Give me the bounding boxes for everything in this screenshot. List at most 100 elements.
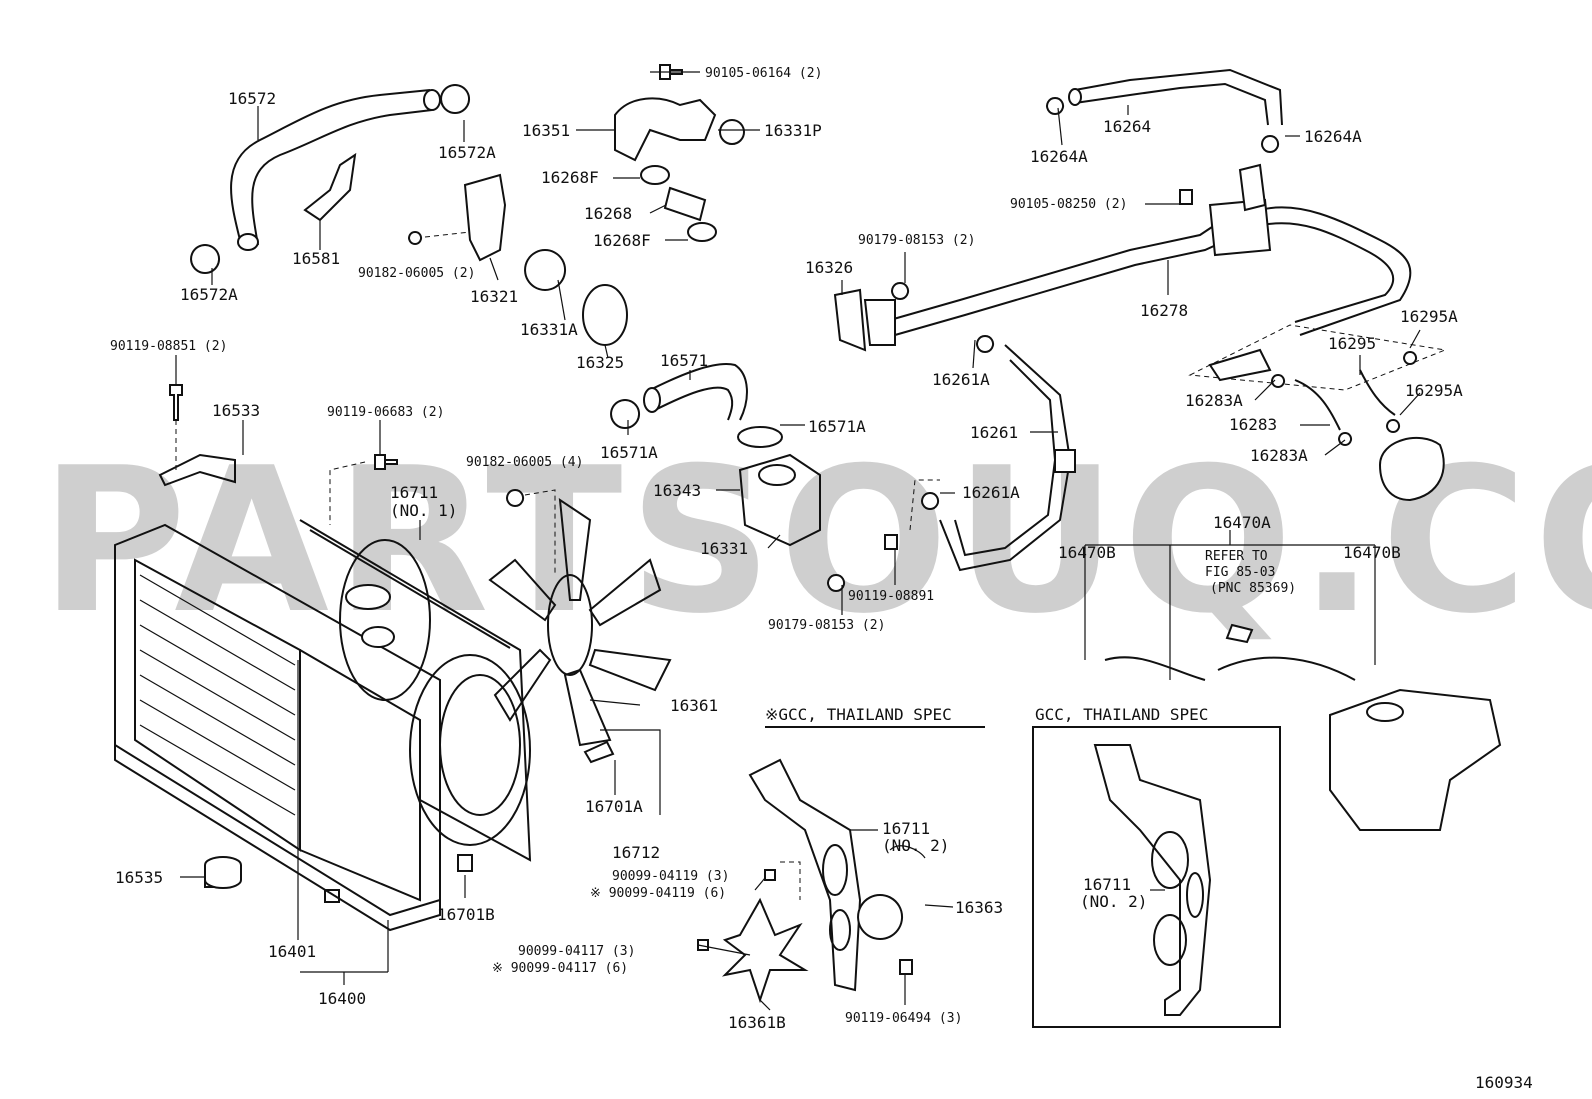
- label-16533: 16533: [212, 401, 260, 420]
- label-16581: 16581: [292, 249, 340, 268]
- label-16470B-b: 16470B: [1343, 543, 1401, 562]
- clamp-16261A-a: [976, 335, 994, 353]
- label-16572: 16572: [228, 89, 276, 108]
- ring-16268F-b: [687, 222, 717, 242]
- upper-hose-16572: [230, 89, 441, 251]
- watermark: PARTSOUQ.COM: [40, 425, 1592, 658]
- hose-16470A-right: [1217, 656, 1356, 681]
- label-90179-08153-a: 90179-08153 (2): [858, 233, 975, 248]
- thermostat-16331A: [524, 249, 566, 291]
- gasket-16326: [833, 288, 867, 352]
- inlet-housing-16343: [738, 453, 821, 547]
- label-16535: 16535: [115, 868, 163, 887]
- label-16295: 16295: [1328, 334, 1376, 353]
- label-16331A: 16331A: [520, 320, 578, 339]
- label-16264A-b: 16264A: [1304, 127, 1362, 146]
- fan-shroud-no2-box: [1093, 744, 1212, 1016]
- bolt-90182-06005: [408, 231, 423, 245]
- label-16278: 16278: [1140, 301, 1188, 320]
- refer-line2: FIG 85-03: [1205, 565, 1275, 580]
- bolt-90119-08891: [884, 534, 898, 550]
- bracket-16581: [303, 152, 357, 222]
- label-16400: 16400: [318, 989, 366, 1008]
- water-outlet-16351: [614, 97, 717, 162]
- leader-lines: [175, 71, 1421, 1011]
- label-90099-04119-6: ※ 90099-04119 (6): [590, 886, 726, 901]
- label-90182-06005-2: 90182-06005 (2): [358, 266, 475, 281]
- label-16571A-a: 16571A: [808, 417, 866, 436]
- reserve-tank: [1329, 688, 1502, 831]
- label-16261A-a: 16261A: [932, 370, 990, 389]
- label-16321: 16321: [470, 287, 518, 306]
- radiator-cap: [345, 584, 395, 648]
- bolt-90119-06683: [374, 454, 398, 470]
- clamp-16264A-a: [1046, 97, 1064, 115]
- refer-line3: (PNC 85369): [1210, 581, 1296, 596]
- clamp-16571A-b: [737, 426, 783, 448]
- label-16361: 16361: [670, 696, 718, 715]
- label-16363: 16363: [955, 898, 1003, 917]
- gcc-spec-box: [1032, 726, 1281, 1028]
- label-16711-no1-sub: (NO. 1): [390, 501, 457, 520]
- pipe-16295-fitting: [1208, 348, 1272, 382]
- label-16283A-b: 16283A: [1250, 446, 1308, 465]
- pipe-16268: [663, 186, 707, 222]
- label-16331: 16331: [700, 539, 748, 558]
- label-90119-06683: 90119-06683 (2): [327, 405, 444, 420]
- hose-16571: [649, 363, 748, 421]
- label-90105-06164: 90105-06164 (2): [705, 66, 822, 81]
- label-16361B: 16361B: [728, 1013, 786, 1032]
- clip-16701A: [583, 740, 615, 764]
- label-16701B: 16701B: [437, 905, 495, 924]
- cooling-fan: [488, 497, 672, 747]
- clamp-16261A-b: [921, 492, 939, 510]
- hose-16283: [1294, 379, 1341, 431]
- label-16711-no2: 16711: [882, 819, 930, 838]
- clamp-16571A-a: [610, 399, 641, 429]
- clamp-16572A-top: [440, 84, 471, 114]
- label-90105-08250: 90105-08250 (2): [1010, 197, 1127, 212]
- bolt-90105-08250: [1179, 189, 1193, 205]
- bolt-90182-06005-4: [506, 489, 524, 507]
- label-90179-08153-b: 90179-08153 (2): [768, 618, 885, 633]
- hose-16261: [939, 344, 1072, 572]
- label-16711-no1: 16711: [390, 483, 438, 502]
- label-16711-box: 16711: [1083, 875, 1131, 894]
- label-90099-04117-3: 90099-04117 (3): [518, 944, 635, 959]
- ring-16268F-a: [640, 165, 670, 185]
- label-16712: 16712: [612, 843, 660, 862]
- label-16283A-a: 16283A: [1185, 391, 1243, 410]
- hose-16295: [1359, 369, 1396, 416]
- screw-90099-04117: [697, 939, 709, 951]
- part-labels: 16572 16572A 16572A 16581 90182-06005 (2…: [110, 66, 1533, 1092]
- bypass-pipe-16278: [889, 163, 1412, 336]
- gasket-16325: [582, 284, 628, 346]
- label-16701A: 16701A: [585, 797, 643, 816]
- label-16268F-a: 16268F: [541, 168, 599, 187]
- gasket-16331P: [719, 119, 745, 145]
- label-90119-08891: 90119-08891: [848, 589, 934, 604]
- label-16326: 16326: [805, 258, 853, 277]
- clip-85369: [1225, 623, 1254, 644]
- nut-90179-08153-a: [891, 282, 909, 300]
- label-90182-06005-4: 90182-06005 (4): [466, 455, 583, 470]
- hose-16470A-left: [1104, 656, 1206, 681]
- fan-motor-16363: [857, 894, 904, 940]
- hose-16264: [1074, 68, 1283, 126]
- label-16295A-a: 16295A: [1400, 307, 1458, 326]
- label-16351: 16351: [522, 121, 570, 140]
- radiator: [114, 523, 441, 932]
- label-16572A-top: 16572A: [438, 143, 496, 162]
- clamp-16572A-bottom: [190, 244, 221, 274]
- label-16470B-a: 16470B: [1058, 543, 1116, 562]
- nut-90179-08153-b: [827, 574, 845, 592]
- label-16343: 16343: [653, 481, 701, 500]
- bracket-16533: [158, 453, 236, 487]
- label-16325: 16325: [576, 353, 624, 372]
- label-16711-box-sub: (NO. 2): [1080, 892, 1147, 911]
- drain-plug: [204, 856, 242, 889]
- clamp-16264A-b: [1261, 135, 1279, 153]
- label-16261: 16261: [970, 423, 1018, 442]
- reservoir-cap: [1378, 436, 1445, 502]
